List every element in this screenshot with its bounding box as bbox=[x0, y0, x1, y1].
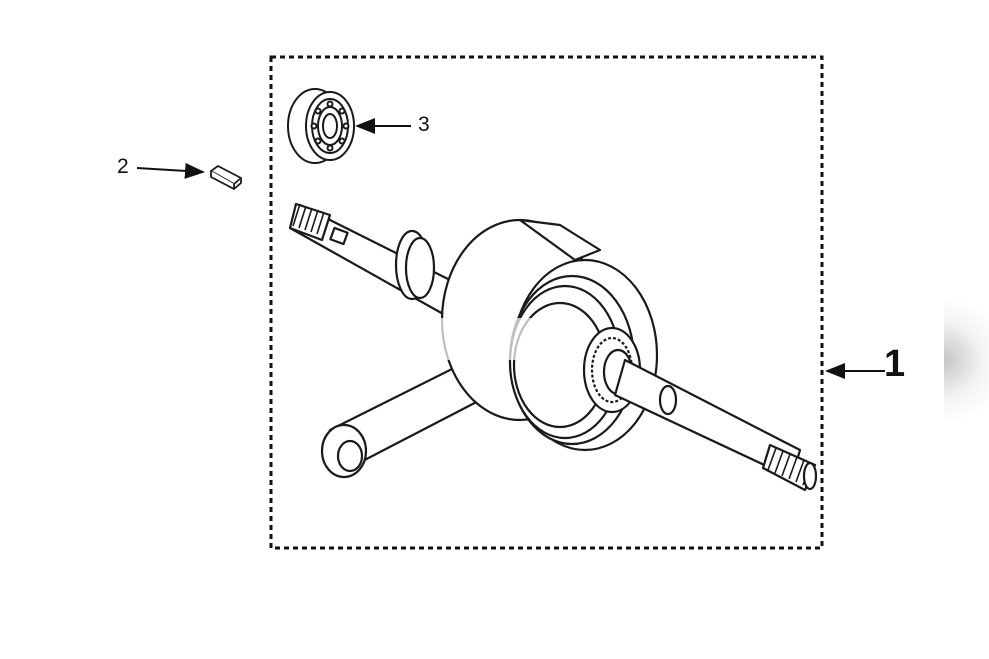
callout-number-2: 2 bbox=[117, 155, 129, 178]
bearing-drawing bbox=[287, 88, 355, 164]
edge-shadow bbox=[944, 300, 989, 420]
woodruff-key-drawing bbox=[210, 165, 242, 190]
callout-arrow-2 bbox=[136, 162, 205, 179]
assembly-frame bbox=[269, 55, 824, 550]
callout-number-1: 1 bbox=[884, 343, 906, 385]
watermark bbox=[430, 318, 580, 360]
callout-number-3: 3 bbox=[418, 113, 430, 136]
